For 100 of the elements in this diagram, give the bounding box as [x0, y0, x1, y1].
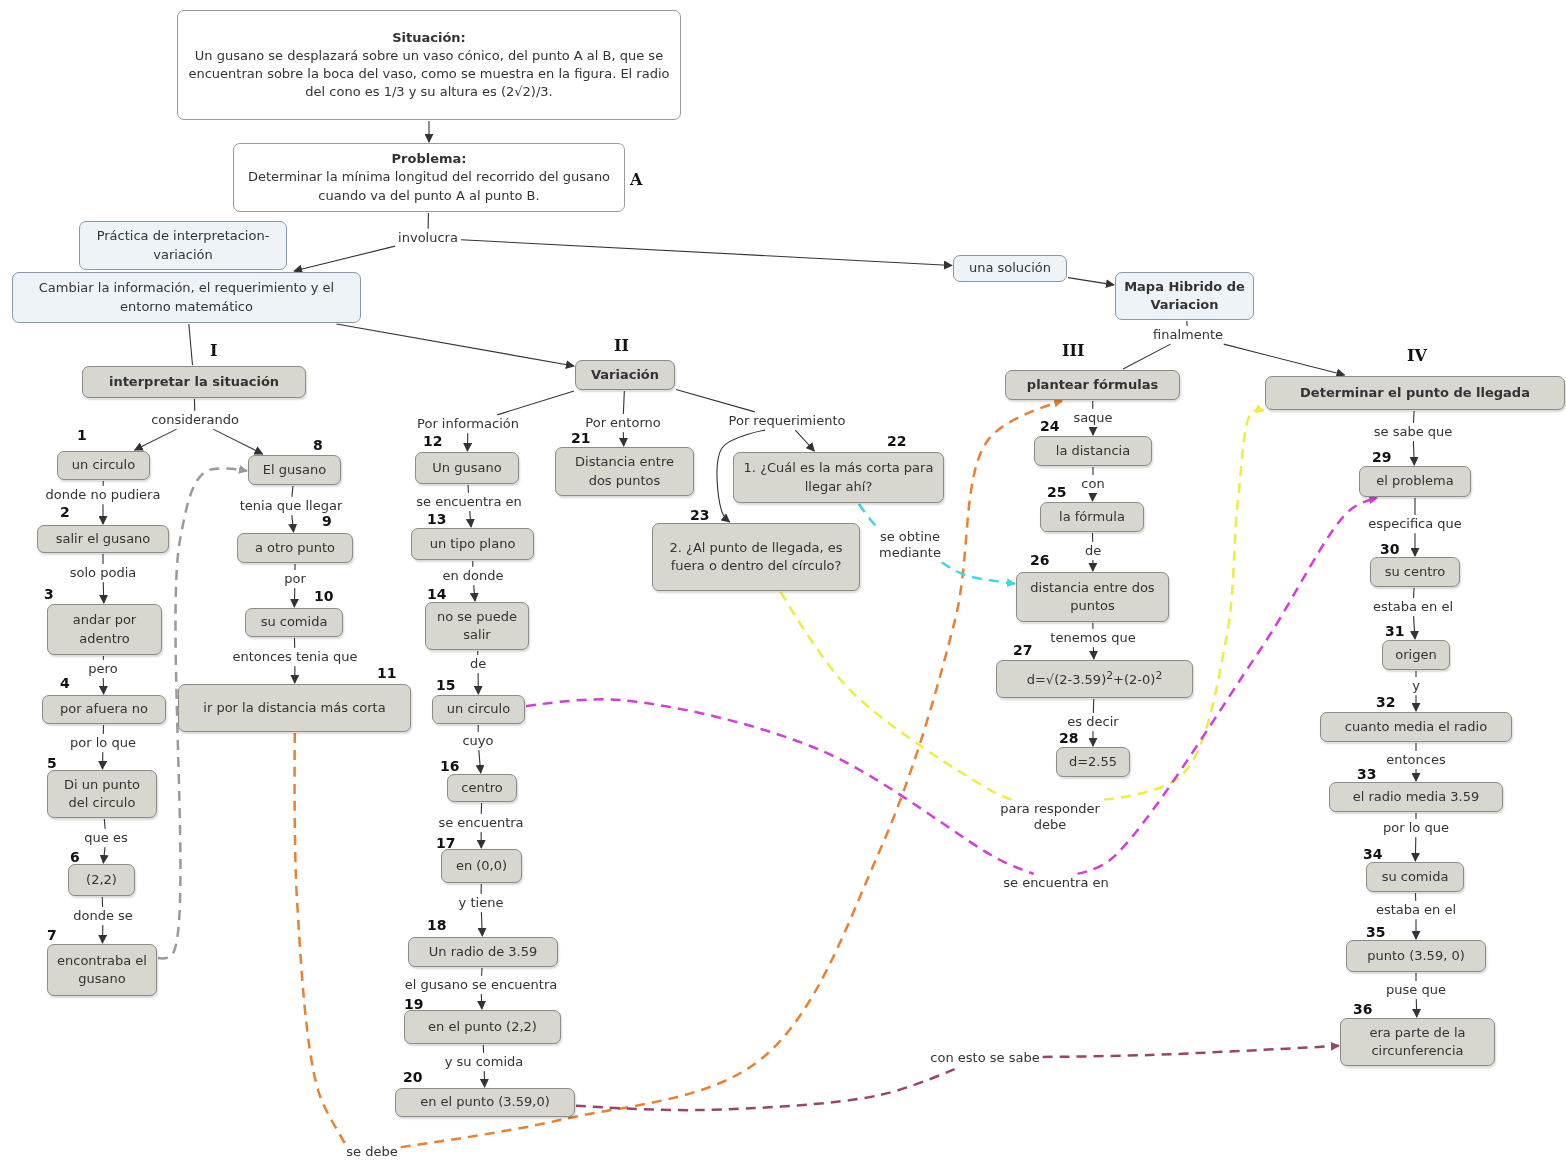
concept-text: punto (3.59, 0)	[1367, 946, 1465, 965]
concept-text: andar por adentro	[71, 611, 138, 648]
concept-box	[415, 452, 519, 484]
concept-text: su comida	[1381, 867, 1449, 886]
concept-text: Distancia entre dos puntos	[574, 453, 675, 490]
concept-box	[411, 528, 534, 560]
connector	[469, 584, 479, 602]
concept-box	[1040, 502, 1144, 532]
connector	[212, 428, 264, 455]
concept-box	[1340, 1018, 1495, 1066]
concept-text: plantear fórmulas	[1026, 375, 1159, 394]
concept-box	[1034, 436, 1152, 466]
concept-box	[408, 937, 558, 967]
concept-box	[178, 684, 411, 732]
connector	[467, 484, 469, 494]
dashed-connector	[1077, 495, 1379, 876]
dashed-connector	[525, 698, 1035, 876]
connector	[424, 120, 434, 143]
dashed-connector	[157, 465, 248, 960]
connector	[477, 650, 479, 656]
concept-text: en el punto (2,2)	[428, 1017, 537, 1036]
concept-box	[1329, 782, 1503, 812]
concept-box	[177, 10, 681, 120]
step-number: 15	[436, 677, 456, 693]
step-number: 28	[1059, 730, 1079, 746]
concept-box	[248, 455, 341, 485]
connector	[1092, 698, 1095, 714]
connector	[103, 818, 106, 830]
concept-box	[233, 143, 625, 212]
connector	[291, 485, 294, 498]
concept-box	[733, 452, 944, 503]
concept-box	[57, 451, 150, 480]
connector	[427, 212, 429, 230]
connector	[1415, 972, 1417, 982]
connector	[1092, 622, 1094, 630]
concept-text: la fórmula	[1059, 507, 1125, 526]
connector	[675, 388, 756, 413]
concept-text: Un gusano	[432, 458, 502, 477]
concept-text: Un radio de 3.59	[428, 942, 538, 961]
step-number: 34	[1363, 846, 1383, 862]
concept-text: el radio media 3.59	[1352, 787, 1480, 806]
step-number: 20	[403, 1069, 423, 1085]
step-number: 6	[70, 849, 80, 865]
linking-phrase: entonces tenia que	[230, 648, 360, 666]
connector	[481, 967, 483, 977]
box-heading: Problema:	[391, 150, 467, 169]
step-number: 1	[77, 427, 87, 443]
linking-phrase: el gusano se encuentra	[402, 976, 560, 994]
connector	[1091, 532, 1094, 543]
step-number: 31	[1385, 623, 1405, 639]
step-number: 4	[60, 675, 70, 691]
connector	[472, 560, 474, 568]
linking-phrase: especifica que	[1366, 515, 1464, 533]
connector	[1410, 532, 1420, 557]
concept-box	[1016, 572, 1169, 622]
connector	[1122, 343, 1172, 370]
step-number: 11	[377, 665, 397, 681]
connector	[99, 581, 109, 604]
connector	[1088, 492, 1098, 502]
highlight-box	[12, 272, 361, 323]
concept-box	[555, 447, 694, 496]
connector	[1223, 343, 1346, 378]
connector	[465, 510, 475, 528]
connector	[1410, 615, 1419, 640]
concept-text: cuanto media el radio	[1344, 717, 1488, 736]
connector	[477, 724, 479, 733]
connector	[1411, 694, 1421, 712]
connector	[335, 323, 575, 369]
step-number: 3	[44, 586, 54, 602]
concept-text: ir por la distancia más corta	[203, 698, 386, 717]
step-number: 25	[1047, 484, 1067, 500]
step-number: 23	[690, 507, 710, 523]
connector	[477, 993, 487, 1010]
concept-text: d=√(2-3.59)$^{2}$+(2-0)$^{2}$	[1026, 668, 1163, 690]
concept-box	[42, 695, 166, 724]
connector	[288, 514, 298, 533]
concept-text: no se puede salir	[436, 607, 518, 644]
concept-text: encontraba el gusano	[56, 951, 148, 988]
connector	[618, 431, 628, 447]
connector	[1088, 730, 1098, 747]
linking-phrase: por lo que	[1381, 819, 1451, 837]
concept-box	[1346, 940, 1486, 972]
concept-text: en el punto (3.59,0)	[420, 1093, 550, 1112]
connector	[479, 1070, 489, 1088]
connector	[1411, 918, 1421, 940]
step-number: 5	[47, 755, 57, 771]
linking-phrase: tenia que llegar	[237, 497, 345, 515]
connector	[1415, 812, 1417, 820]
step-number: 30	[1380, 541, 1400, 557]
concept-text: un circulo	[446, 700, 511, 719]
concept-box	[1359, 466, 1471, 497]
linking-phrase: y tiene	[456, 894, 506, 912]
connector	[1414, 497, 1416, 516]
connector	[99, 846, 109, 864]
connector	[102, 724, 105, 735]
concept-box	[68, 864, 135, 896]
step-number: 26	[1030, 552, 1050, 568]
concept-text: por afuera no	[59, 700, 149, 719]
section-numeral: IV	[1407, 346, 1427, 365]
section-numeral: III	[1062, 341, 1085, 360]
